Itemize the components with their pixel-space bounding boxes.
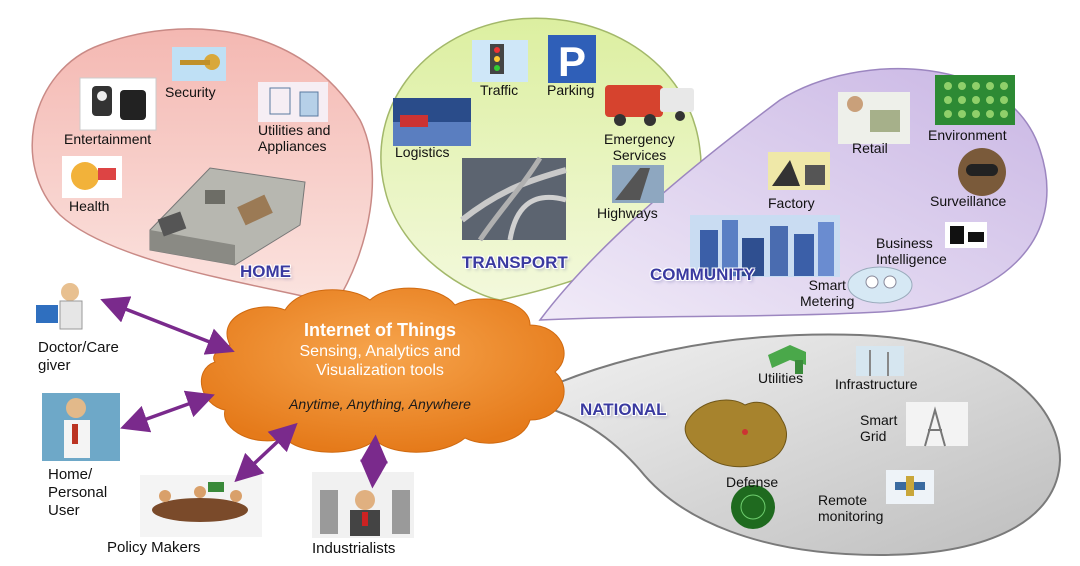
community-title: COMMUNITY: [650, 265, 755, 284]
business-intelligence-icon: [945, 222, 987, 248]
logistics-label: Logistics: [395, 144, 450, 160]
remote-monitoring-icon: [886, 470, 934, 504]
home-title: HOME: [240, 262, 291, 281]
iot-tagline: Anytime, Anything, Anywhere: [289, 396, 471, 412]
factory-icon: [768, 152, 830, 190]
surveillance-label: Surveillance: [930, 193, 1007, 209]
iot-subtitle-line2: Visualization tools: [316, 362, 444, 379]
smart-metering-label: Smart Metering: [800, 277, 855, 309]
highway-icon: [460, 156, 567, 242]
emergency-services-label: Emergency Services: [604, 131, 675, 163]
utilities-appliances-label: Utilities and Appliances: [258, 122, 331, 154]
policy-makers-arrow: [234, 422, 298, 483]
health-icon: [62, 156, 122, 198]
entertainment-label: Entertainment: [64, 131, 152, 147]
factory-label: Factory: [768, 195, 815, 211]
infrastructure-label: Infrastructure: [835, 376, 918, 392]
national-title: NATIONAL: [580, 400, 667, 419]
smart-grid-label: Smart Grid: [860, 412, 898, 444]
iot-subtitle-line1: Sensing, Analytics and: [299, 343, 461, 360]
iot-cloud: [200, 287, 565, 453]
utilities-national-icon: [768, 345, 806, 374]
home-user-label: Home/ Personal User: [48, 466, 108, 519]
policy-makers-icon: [140, 475, 262, 537]
security-icon: [172, 47, 226, 81]
security-label: Security: [165, 84, 216, 100]
highways-label: Highways: [597, 205, 658, 221]
environment-icon: [935, 75, 1015, 125]
environment-label: Environment: [928, 127, 1007, 143]
highways-icon: [612, 165, 664, 203]
doctor-label: Doctor/Care giver: [38, 339, 119, 374]
transport-title: TRANSPORT: [462, 253, 568, 272]
logistics-icon: [393, 98, 471, 146]
home-user-arrow: [120, 390, 215, 433]
traffic-label: Traffic: [480, 82, 519, 98]
national-bubble: [517, 333, 1062, 557]
policy-makers-label: Policy Makers: [107, 539, 201, 556]
business-intelligence-label: Business Intelligence: [876, 235, 947, 267]
home-user-icon: [42, 393, 120, 461]
entertainment-icon: [79, 77, 157, 131]
industrialists-icon: [312, 472, 414, 538]
industrialists-label: Industrialists: [312, 540, 396, 557]
parking-label: Parking: [547, 82, 595, 98]
traffic-icon: [472, 40, 528, 82]
doctor-icon: [35, 283, 95, 331]
utilities-appliances-icon: [258, 82, 328, 122]
house-icon: [149, 167, 306, 266]
community-bubble: [538, 67, 1048, 321]
parking-icon: P: [548, 35, 596, 85]
emergency-services-icon: [605, 85, 694, 126]
industrialists-arrow: [359, 434, 389, 489]
infrastructure-icon: [856, 346, 904, 376]
smart-grid-icon: [906, 402, 968, 447]
doctor-arrow: [100, 296, 235, 355]
australia-map-icon: [684, 399, 787, 468]
smart-metering-icon: [847, 266, 913, 304]
health-label: Health: [69, 198, 110, 214]
remote-monitoring-label: Remote monitoring: [818, 492, 884, 524]
city-icon: [690, 215, 840, 277]
defense-label: Defense: [726, 474, 779, 490]
surveillance-icon: [958, 148, 1006, 196]
iot-title: Internet of Things: [304, 320, 456, 340]
retail-icon: [838, 92, 910, 144]
retail-label: Retail: [852, 140, 888, 156]
defense-radar-icon: [731, 485, 775, 529]
svg-text:P: P: [558, 38, 586, 85]
utilities-national-label: Utilities: [758, 370, 804, 386]
